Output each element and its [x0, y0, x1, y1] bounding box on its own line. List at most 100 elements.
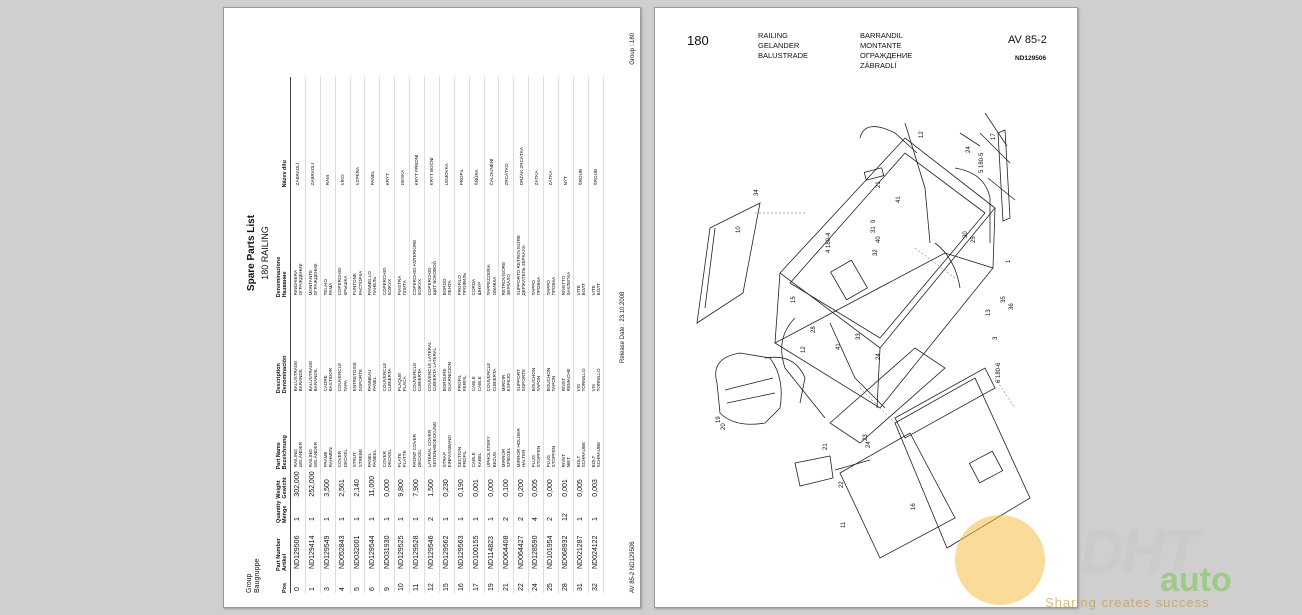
- callout-number: 41: [836, 343, 842, 350]
- parts-list-rotated: Group Baugruppe Spare Parts List 180 RAI…: [236, 33, 636, 593]
- cell-quantity: 1: [305, 498, 321, 523]
- watermark-brand: DHT: [1080, 518, 1199, 585]
- cell-pos: 31: [573, 571, 589, 593]
- callout-number: 17: [991, 133, 997, 140]
- cell-pos: 10: [394, 571, 410, 593]
- cell-quantity: 2: [498, 498, 514, 523]
- cell-pos: 0: [290, 571, 306, 593]
- cell-name-cz: DESKA: [394, 77, 410, 188]
- callout-number: 25: [971, 236, 977, 243]
- cell-part-number: ND100155: [469, 523, 485, 571]
- callout-number: 16: [911, 503, 917, 510]
- cell-name-cz: ŠROUB: [573, 77, 589, 188]
- cell-pos: 19: [484, 571, 499, 593]
- cell-name-cz: ZÁBRADLÍ: [305, 77, 321, 188]
- cell-part-number: ND064427: [513, 523, 529, 571]
- cell-part-number: ND129546: [424, 523, 440, 571]
- callout-number: 23: [863, 434, 869, 441]
- cell-part-number: ND101954: [543, 523, 559, 571]
- cell-part-number: ND129414: [305, 523, 321, 571]
- cell-quantity: 2: [513, 498, 529, 523]
- callout-number: 40: [876, 236, 882, 243]
- cell-quantity: 1: [409, 498, 425, 523]
- callout-number: 30: [963, 231, 969, 238]
- cell-pos: 32: [588, 571, 604, 593]
- cell-quantity: 1: [335, 498, 351, 523]
- callout-number: 9: [871, 219, 877, 223]
- leader-lines: [755, 212, 1016, 424]
- callout-number: 3: [993, 336, 999, 340]
- document-subtitle: 180 RAILING: [260, 226, 270, 280]
- cell-weight: 0,200: [513, 469, 529, 499]
- cell-quantity: 1: [394, 498, 410, 523]
- name-es: BARRANDIL: [860, 31, 903, 40]
- col-pos: Pos: [276, 571, 291, 593]
- cell-weight: 0,190: [454, 469, 470, 499]
- cell-part-number: ND129549: [320, 523, 336, 571]
- cell-part-number: ND129506: [290, 523, 306, 571]
- callout-number: 22: [839, 481, 845, 488]
- callout-number: 24: [866, 441, 872, 448]
- group-number: 180: [687, 33, 709, 48]
- footer-doc-code: AV 85-2 ND129506: [630, 541, 636, 593]
- cell-name-cz: ZRCÁTKO: [498, 77, 514, 188]
- cell-part-number: ND068932: [558, 523, 574, 571]
- cell-weight: 0,005: [573, 469, 589, 499]
- callout-number: 10: [736, 226, 742, 233]
- col-name-cz: Název dílu: [276, 77, 291, 188]
- cell-weight: 0,001: [469, 469, 485, 499]
- cell-name-cz: RÁM: [320, 77, 336, 188]
- cell-weight: 0,005: [528, 469, 544, 499]
- cell-weight: 0,000: [379, 469, 395, 499]
- cell-name-cz: VZPĚRA: [350, 77, 365, 188]
- callout-number: 1: [1006, 259, 1012, 263]
- cell-pos: 24: [528, 571, 544, 593]
- cell-part-number: ND129544: [364, 523, 380, 571]
- cell-quantity: 1: [379, 498, 395, 523]
- cell-pos: 1: [305, 571, 321, 593]
- callout-number: 36: [1009, 303, 1015, 310]
